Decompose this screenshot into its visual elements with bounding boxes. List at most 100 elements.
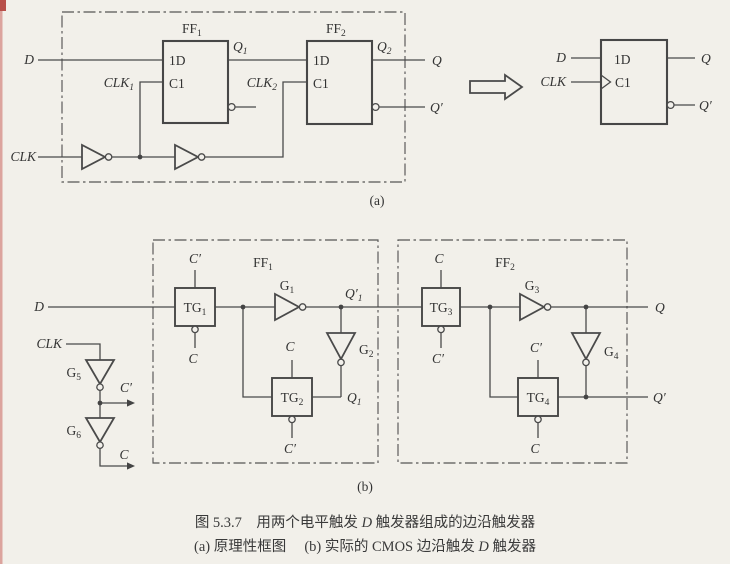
edge-trigger-symbol	[600, 74, 612, 90]
tg3-control-bubble	[437, 325, 445, 334]
g5-label: G5	[67, 365, 82, 383]
g2-inverter-symbol	[325, 332, 357, 361]
subfigure-a-tag: (a)	[370, 193, 385, 208]
equivalent-ff-pin-1d: 1D	[614, 52, 631, 67]
tg3-label: TG3	[430, 300, 453, 318]
tg1-control-bubble	[191, 325, 199, 334]
ff2-pin-c1: C1	[313, 76, 329, 91]
tg1-bottom-control-label: C	[188, 351, 198, 366]
g2-bubble	[337, 358, 345, 367]
tg4-label: TG4	[527, 390, 550, 408]
cbar-junction-dot	[97, 400, 103, 406]
dashed-enclosure-ff1	[152, 239, 379, 464]
q1-net-label-b: Q1	[347, 390, 362, 408]
qbar-output-label-a: Q′	[430, 100, 444, 115]
q-output-label-eq: Q	[701, 51, 711, 66]
d-input-label-a: D	[23, 52, 34, 67]
ff2-block	[305, 39, 374, 126]
g4-inverter-symbol	[570, 332, 602, 361]
tg2-bottom-control-label: C′	[284, 441, 297, 456]
g1-bubble	[298, 303, 307, 311]
tg4-bottom-control-label: C	[530, 441, 540, 456]
clk1-junction-dot	[137, 154, 143, 160]
g4-label: G4	[604, 344, 619, 362]
tg3-out-junction-dot	[487, 304, 493, 310]
tg1-top-control-label: C′	[189, 251, 202, 266]
ff1-block	[161, 39, 230, 125]
g1-label: G1	[280, 278, 295, 296]
clk-input-label-b: CLK	[36, 336, 63, 351]
ff1-label: FF1	[182, 21, 202, 39]
clk-input-label-a: CLK	[10, 149, 37, 164]
wires-b	[48, 270, 648, 467]
tg1-label: TG1	[184, 300, 207, 318]
ff2-qbar-bubble	[371, 102, 380, 112]
tg3-bottom-control-label: C′	[432, 351, 445, 366]
page-edge-mark	[0, 0, 6, 11]
tg2-top-control-label: C	[285, 339, 295, 354]
cbar-arrowhead-icon	[127, 399, 135, 407]
clk2-label: CLK2	[247, 75, 278, 93]
inverter-1-symbol	[81, 143, 107, 171]
qbar-output-label-b: Q′	[653, 390, 667, 405]
g4-bubble	[582, 358, 590, 367]
g3-inverter-symbol	[519, 292, 546, 322]
wires-a	[38, 59, 425, 158]
page-edge-strip	[0, 0, 3, 564]
tg1-out-junction-dot	[240, 304, 246, 310]
ff2-pin-1d: 1D	[313, 53, 330, 68]
caption-line-2: (a) 原理性框图 (b) 实际的 CMOS 边沿触发 D 触发器	[194, 538, 536, 555]
g6-label: G6	[67, 423, 82, 441]
equivalence-arrow-icon	[469, 73, 524, 101]
g5-inverter-symbol	[84, 359, 116, 386]
q2-net-label: Q2	[377, 39, 392, 57]
clk-input-label-eq: CLK	[540, 74, 567, 89]
subfigure-b-tag: (b)	[357, 479, 373, 494]
q1p-junction-dot	[338, 304, 344, 310]
qbar-output-label-eq: Q′	[699, 98, 713, 113]
ff1-label-b: FF1	[253, 255, 273, 273]
tg4-top-control-label: C′	[530, 340, 543, 355]
c-arrowhead-icon	[127, 462, 135, 470]
g6-inverter-symbol	[84, 417, 116, 444]
caption-line-1: 图 5.3.7 用两个电平触发 D 触发器组成的边沿触发器	[195, 514, 536, 531]
ff1-qbar-bubble	[227, 102, 236, 112]
clk1-label: CLK1	[104, 75, 134, 93]
g3-label: G3	[525, 278, 540, 296]
d-input-label-b: D	[33, 299, 44, 314]
qbar-junction-dot	[583, 394, 589, 400]
d-input-label-eq: D	[555, 50, 566, 65]
c-net-label: C	[119, 447, 129, 462]
dashed-enclosure-a	[61, 11, 406, 183]
q1p-net-label: Q′1	[345, 286, 362, 304]
tg2-label: TG2	[281, 390, 304, 408]
g5-bubble	[96, 383, 104, 392]
q-output-label-b: Q	[655, 300, 665, 315]
tg3-top-control-label: C	[434, 251, 444, 266]
tg2-control-bubble	[288, 415, 296, 424]
ff2-label: FF2	[326, 21, 346, 39]
inverter-2-symbol	[174, 143, 200, 171]
cbar-net-label: C′	[120, 380, 133, 395]
equivalent-ff-qbar-bubble	[666, 100, 675, 110]
g2-label: G2	[359, 342, 374, 360]
inverter-2-bubble	[197, 153, 206, 161]
wires-a-equivalent	[571, 57, 695, 106]
ff1-pin-c1: C1	[169, 76, 185, 91]
q1-net-label: Q1	[233, 39, 248, 57]
figure-b: D CLK G5 G6 C′ C FF1 FF2 C′ TG1 C G1 Q′1…	[33, 239, 667, 494]
dashed-enclosure-ff2	[397, 239, 628, 464]
caption: 图 5.3.7 用两个电平触发 D 触发器组成的边沿触发器 (a) 原理性框图 …	[194, 514, 536, 555]
g3-bubble	[543, 303, 552, 311]
ff1-pin-1d: 1D	[169, 53, 186, 68]
ff2-label-b: FF2	[495, 255, 515, 273]
equivalent-ff-pin-c1: C1	[615, 75, 631, 90]
g6-bubble	[96, 441, 104, 450]
inverter-1-bubble	[104, 153, 113, 161]
q-output-label-a: Q	[432, 53, 442, 68]
q-junction-dot	[583, 304, 589, 310]
equivalent-ff-block	[599, 38, 669, 126]
figure-a: FF1 FF2 D CLK CLK1 CLK2 Q1 Q2 1D C1 1D C…	[10, 11, 713, 208]
